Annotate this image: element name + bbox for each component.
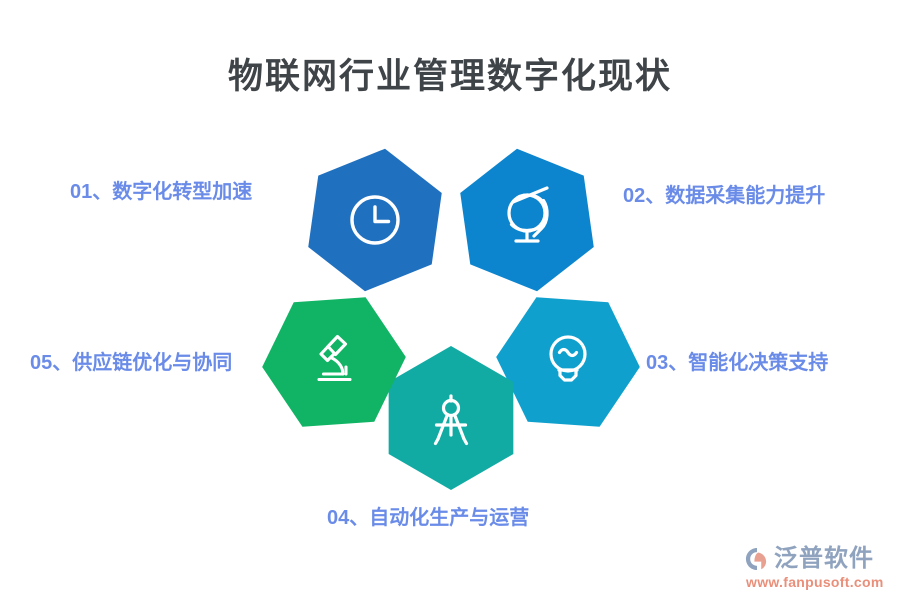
brand-url: www.fanpusoft.com (746, 574, 884, 590)
fanpu-logo-icon (745, 547, 767, 571)
brand-logo-row: 泛普软件 (744, 546, 874, 572)
hexagon-step-03[interactable] (480, 270, 650, 454)
hexagon-step-01[interactable] (303, 140, 447, 300)
brand-logo[interactable]: 泛普软件 www.fanpusoft.com (744, 546, 884, 590)
step-label-05[interactable]: 05、供应链优化与协同 (30, 352, 233, 374)
hexagon-step-02[interactable] (455, 140, 599, 300)
hexagon-step-05[interactable] (250, 270, 422, 454)
step-label-02[interactable]: 02、数据采集能力提升 (623, 185, 826, 207)
hexagon-cluster (250, 130, 650, 495)
step-label-01[interactable]: 01、数字化转型加速 (70, 181, 253, 203)
hexagon-shape-03 (496, 297, 640, 427)
microscope-icon (317, 334, 352, 382)
lightbulb-icon (549, 335, 587, 382)
page-title: 物联网行业管理数字化现状 (227, 57, 672, 96)
step-label-03[interactable]: 03、智能化决策支持 (646, 352, 829, 374)
compass-icon (433, 394, 469, 446)
hexagon-shape-05 (262, 297, 406, 427)
clock-icon (350, 195, 400, 245)
step-label-04[interactable]: 04、自动化生产与运营 (327, 507, 530, 529)
hexagon-step-04[interactable] (388, 346, 514, 490)
globe-icon (507, 186, 549, 243)
brand-name: 泛普软件 (774, 545, 874, 572)
hexagon-shape-02 (460, 148, 594, 292)
